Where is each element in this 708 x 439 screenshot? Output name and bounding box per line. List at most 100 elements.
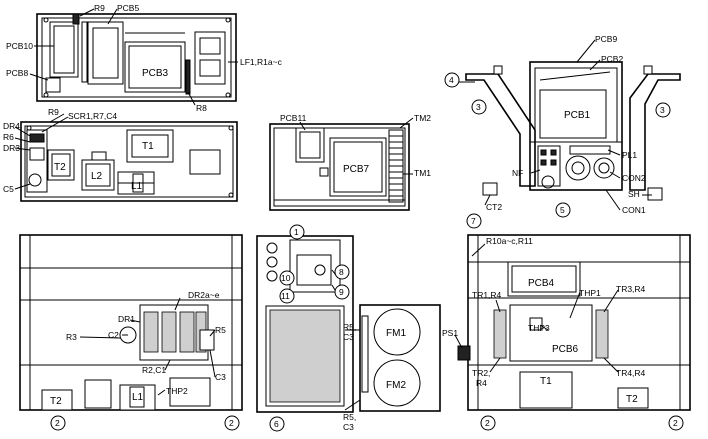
label-con1: CON1: [622, 205, 646, 215]
callout-1: 1: [289, 224, 305, 240]
callout-8: 8: [334, 264, 350, 280]
label-t2-br: T2: [626, 394, 638, 405]
label-dr3: DR3: [3, 143, 20, 153]
label-ct2: CT2: [486, 202, 502, 212]
svg-text:11: 11: [281, 291, 290, 301]
pcb1-assembly: [529, 61, 623, 191]
label-pcb6: PCB6: [552, 344, 579, 355]
callout-2-br-right: 2: [668, 415, 684, 431]
label-t2-front: T2: [54, 162, 66, 173]
pcb7-panel: [269, 123, 410, 211]
label-tm2: TM2: [414, 113, 431, 123]
label-con2: CON2: [622, 173, 646, 183]
label-thp3: THP3: [528, 323, 550, 333]
label-r8: R8: [196, 103, 207, 113]
label-tr4r4: TR4,R4: [616, 368, 646, 378]
label-fm1: FM1: [386, 328, 406, 339]
svg-text:10: 10: [281, 273, 291, 283]
right-side-bracket: [629, 65, 681, 201]
label-tm1: TM1: [414, 168, 431, 178]
label-pcb8: PCB8: [6, 68, 28, 78]
label-sh: SH: [628, 189, 640, 199]
label-lf1: LF1,R1a~c: [240, 57, 283, 67]
leader-lines-top-right: [459, 39, 652, 211]
svg-text:6: 6: [274, 419, 279, 429]
leader-lines-bottom-left: [79, 297, 216, 396]
svg-text:7: 7: [471, 216, 476, 226]
svg-text:8: 8: [339, 267, 344, 277]
label-r6: R6: [3, 132, 14, 142]
svg-text:3: 3: [660, 105, 665, 115]
callout-2-bl-right: 2: [224, 415, 240, 431]
label-r5c3-top: R5,: [343, 322, 356, 332]
label-nf: NF: [512, 168, 523, 178]
left-side-bracket: [465, 65, 536, 196]
callout-3-left: 3: [471, 99, 487, 115]
pcb-mounting-panel: [36, 13, 237, 102]
svg-text:9: 9: [339, 287, 344, 297]
label-tr1r4: TR1,R4: [472, 290, 502, 300]
callout-2-bl-left: 2: [50, 415, 66, 431]
label-l1-front: L1: [131, 181, 143, 192]
label-pcb5: PCB5: [117, 3, 139, 13]
label-pcb7: PCB7: [343, 164, 370, 175]
label-dr2: DR2a~e: [188, 290, 220, 300]
label-pl1: PL1: [622, 150, 637, 160]
label-tr3r4: TR3,R4: [616, 284, 646, 294]
label-r5-left: R5: [215, 325, 226, 335]
leader-lines-top-left: [29, 8, 238, 106]
label-r5c3-top2: C3: [343, 332, 354, 342]
svg-text:2: 2: [673, 418, 678, 428]
label-r9-top: R9: [94, 3, 105, 13]
label-tr2r4: R4: [476, 378, 487, 388]
callout-5: 5: [555, 202, 571, 218]
label-scr: SCR1,R7,C4: [68, 111, 117, 121]
label-l1-bl: L1: [132, 392, 144, 403]
label-dr4: DR4: [3, 121, 20, 131]
callout-10: 10: [279, 270, 295, 286]
label-r5c3-bot: R5,: [343, 412, 356, 422]
svg-text:5: 5: [560, 205, 565, 215]
label-pcb9: PCB9: [595, 34, 617, 44]
front-cabinet: [19, 234, 243, 411]
svg-text:2: 2: [485, 418, 490, 428]
callout-3-right: 3: [655, 102, 671, 118]
callout-9: 9: [334, 284, 350, 300]
label-pcb2: PCB2: [601, 54, 623, 64]
label-pcb1: PCB1: [564, 110, 591, 121]
label-c5: C5: [3, 184, 14, 194]
label-thp1: THP1: [579, 288, 601, 298]
callout-11: 11: [279, 288, 295, 304]
label-tr2: TR2,: [472, 368, 490, 378]
label-pcb10: PCB10: [6, 41, 33, 51]
label-r3: R3: [66, 332, 77, 342]
leader-lines-center: [299, 117, 414, 175]
label-pcb11: PCB11: [280, 113, 307, 123]
transformer-panel: [20, 121, 238, 202]
label-t1-front: T1: [142, 141, 154, 152]
label-l2: L2: [91, 171, 103, 182]
label-t1-br: T1: [540, 376, 552, 387]
label-r2c1: R2,C1: [142, 365, 166, 375]
svg-text:4: 4: [449, 75, 454, 85]
label-c2: C2: [108, 330, 119, 340]
label-t2-bl: T2: [50, 396, 62, 407]
rear-cabinet: [457, 234, 691, 411]
svg-text:2: 2: [55, 418, 60, 428]
label-r5c3-bot2: C3: [343, 422, 354, 432]
label-dr1: DR1: [118, 314, 135, 324]
label-c3-left: C3: [215, 372, 226, 382]
label-r9-bot: R9: [48, 107, 59, 117]
callout-2-br-left: 2: [480, 415, 496, 431]
label-thp2: THP2: [166, 386, 188, 396]
callout-4: 4: [444, 72, 460, 88]
callout-7: 7: [466, 213, 482, 229]
svg-text:3: 3: [476, 102, 481, 112]
label-r10: R10a~c,R11: [486, 236, 533, 246]
label-pcb4: PCB4: [528, 278, 555, 289]
leader-lines-bottom-right: [454, 243, 619, 373]
side-cabinet: [256, 235, 441, 413]
leader-lines-mid-left: [14, 113, 69, 190]
svg-text:1: 1: [294, 227, 299, 237]
